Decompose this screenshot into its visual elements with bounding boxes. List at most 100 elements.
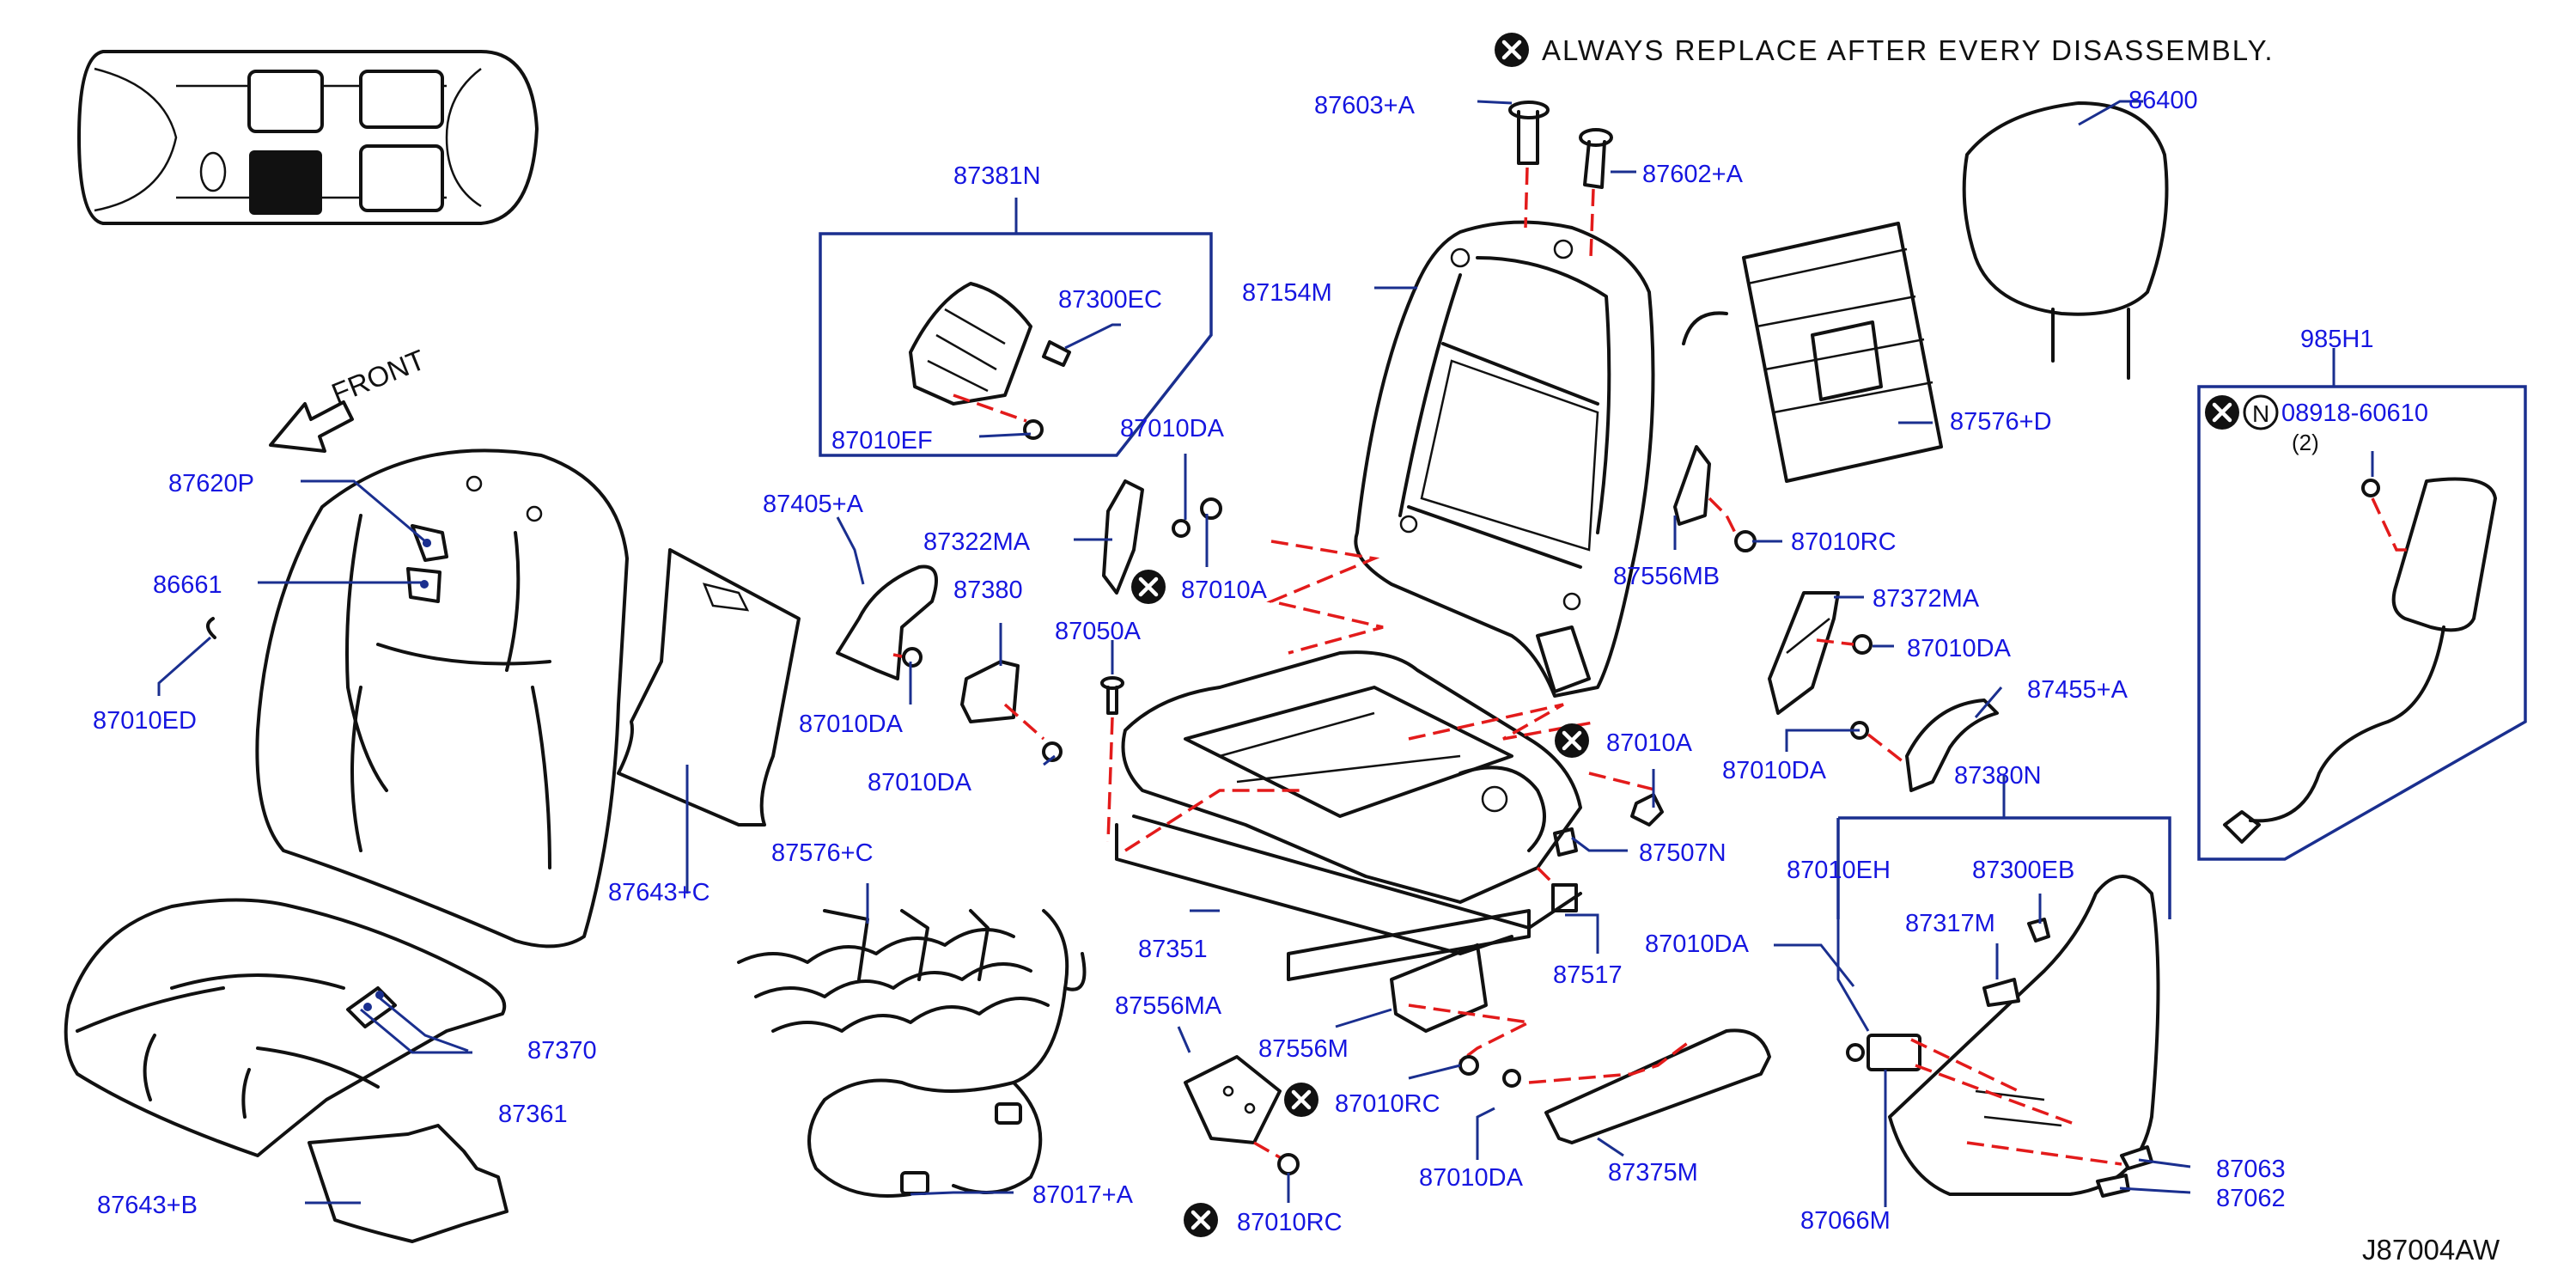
label-87010DA-bottom: 87010DA — [1419, 1164, 1524, 1192]
label-87603A: 87603+A — [1314, 92, 1416, 119]
label-87455A: 87455+A — [2027, 676, 2128, 704]
x-mark-icon — [1131, 570, 1166, 604]
label-87300EC: 87300EC — [1058, 286, 1162, 314]
label-87063: 87063 — [2216, 1156, 2286, 1183]
label-qty: (2) — [2292, 430, 2319, 455]
label-87010DA-380: 87010DA — [868, 769, 972, 796]
label-87017A: 87017+A — [1032, 1181, 1134, 1209]
label-87370: 87370 — [527, 1037, 597, 1065]
headrest-guide-87603 — [1508, 101, 1550, 165]
seat-back-frame — [1354, 220, 1655, 698]
label-87361: 87361 — [498, 1101, 568, 1128]
cushion-pad — [308, 1124, 509, 1243]
label-87010DA-405: 87010DA — [799, 711, 904, 738]
label-87372MA: 87372MA — [1873, 585, 1980, 613]
selected-seat-marker — [249, 150, 322, 215]
label-87576D: 87576+D — [1950, 408, 2052, 436]
label-87556M: 87556M — [1258, 1035, 1349, 1063]
label-87556MB: 87556MB — [1613, 563, 1720, 590]
x-mark-icon — [1284, 1083, 1318, 1117]
n-symbol-icon: N — [2243, 394, 2279, 430]
label-87556MA: 87556MA — [1115, 992, 1222, 1020]
replace-note: ALWAYS REPLACE AFTER EVERY DISASSEMBLY. — [1495, 33, 2275, 67]
x-mark-icon — [2205, 395, 2239, 430]
bracket-87556MB — [1673, 445, 1711, 526]
label-87620P: 87620P — [168, 470, 254, 497]
group-985H1 — [2197, 385, 2527, 861]
label-87010EH: 87010EH — [1787, 857, 1891, 884]
label-87576C: 87576+C — [771, 839, 874, 867]
bracket-87556M — [1390, 943, 1488, 1033]
label-86661: 86661 — [153, 571, 222, 599]
group-87381N — [819, 232, 1213, 457]
bracket-87556MA — [1184, 1055, 1282, 1144]
headrest-guide-87602 — [1579, 128, 1613, 189]
seat-frame — [1115, 650, 1582, 981]
label-87380: 87380 — [953, 576, 1023, 604]
diagram-code: J87004AW — [2362, 1234, 2500, 1266]
clip-87010RC-top — [1734, 530, 1757, 552]
seat-cushion-cover — [64, 898, 507, 1157]
bracket-87380 — [960, 660, 1020, 723]
lumbar-support — [1682, 222, 1943, 483]
bolt-87050A — [1100, 676, 1124, 715]
nut-87010A-mid — [1630, 793, 1664, 827]
label-87317M: 87317M — [1905, 910, 1995, 937]
label-87643C: 87643+C — [608, 879, 710, 906]
label-87517: 87517 — [1553, 961, 1623, 989]
label-86400: 86400 — [2128, 87, 2198, 114]
cushion-spring — [737, 909, 1050, 1033]
finisher-87372MA — [1768, 591, 1840, 715]
label-87010ED: 87010ED — [93, 707, 197, 735]
label-87010DA-372: 87010DA — [1907, 635, 2012, 662]
part-labels: 87603+A 87602+A 86400 87381N 87300EC 870… — [93, 87, 2428, 1236]
finisher-87405A — [836, 564, 938, 680]
label-87602A: 87602+A — [1642, 161, 1744, 188]
label-87010A-top: 87010A — [1181, 576, 1268, 604]
label-87066M: 87066M — [1800, 1207, 1891, 1235]
label-87380N: 87380N — [1954, 762, 2042, 790]
note-text: ALWAYS REPLACE AFTER EVERY DISASSEMBLY. — [1542, 34, 2275, 66]
leader-lines — [157, 100, 2374, 1207]
label-87010RC-bottom: 87010RC — [1237, 1209, 1343, 1236]
x-mark-icon — [1555, 723, 1589, 758]
label-08918-60610: 08918-60610 — [2281, 400, 2428, 427]
seat-back-cover — [255, 448, 629, 949]
car-locator-icon — [77, 50, 539, 225]
label-87375M: 87375M — [1608, 1159, 1698, 1187]
wire-harness — [807, 909, 1087, 1198]
label-87381N: 87381N — [953, 162, 1041, 190]
clip-87517 — [1551, 883, 1578, 912]
label-985H1: 985H1 — [2300, 326, 2373, 353]
label-87010DA-455: 87010DA — [1722, 757, 1827, 784]
label-87351: 87351 — [1138, 936, 1208, 963]
label-87010RC-mid: 87010RC — [1335, 1090, 1440, 1118]
bracket-87322MA — [1102, 479, 1144, 595]
x-mark-icon — [1184, 1203, 1218, 1237]
svg-text:N: N — [2252, 400, 2269, 427]
label-87507N: 87507N — [1639, 839, 1726, 867]
label-87062: 87062 — [2216, 1185, 2286, 1212]
label-87050A: 87050A — [1055, 618, 1142, 645]
label-87405A: 87405+A — [763, 491, 864, 518]
label-87010DA-top: 87010DA — [1120, 415, 1225, 442]
finisher-87455A — [1905, 699, 1999, 792]
label-87010DA-right: 87010DA — [1645, 930, 1750, 958]
front-arrow-icon: FRONT — [269, 344, 429, 453]
label-87300EB: 87300EB — [1972, 857, 2074, 884]
replace-x-icon — [1495, 33, 1529, 67]
headrest — [1962, 101, 2169, 380]
label-87010EF: 87010EF — [831, 427, 933, 454]
group-87380N — [1836, 816, 2171, 1198]
back-pad — [617, 548, 801, 827]
cover-87375M — [1544, 1028, 1771, 1144]
label-87643B: 87643+B — [97, 1192, 198, 1219]
label-87322MA: 87322MA — [923, 528, 1031, 556]
front-label: FRONT — [327, 344, 429, 410]
label-87010A-mid: 87010A — [1606, 729, 1693, 757]
spring-87507N — [1553, 827, 1578, 857]
label-87154M: 87154M — [1242, 279, 1332, 307]
hog-ring-icon — [206, 617, 216, 639]
label-87010RC-top: 87010RC — [1791, 528, 1897, 556]
